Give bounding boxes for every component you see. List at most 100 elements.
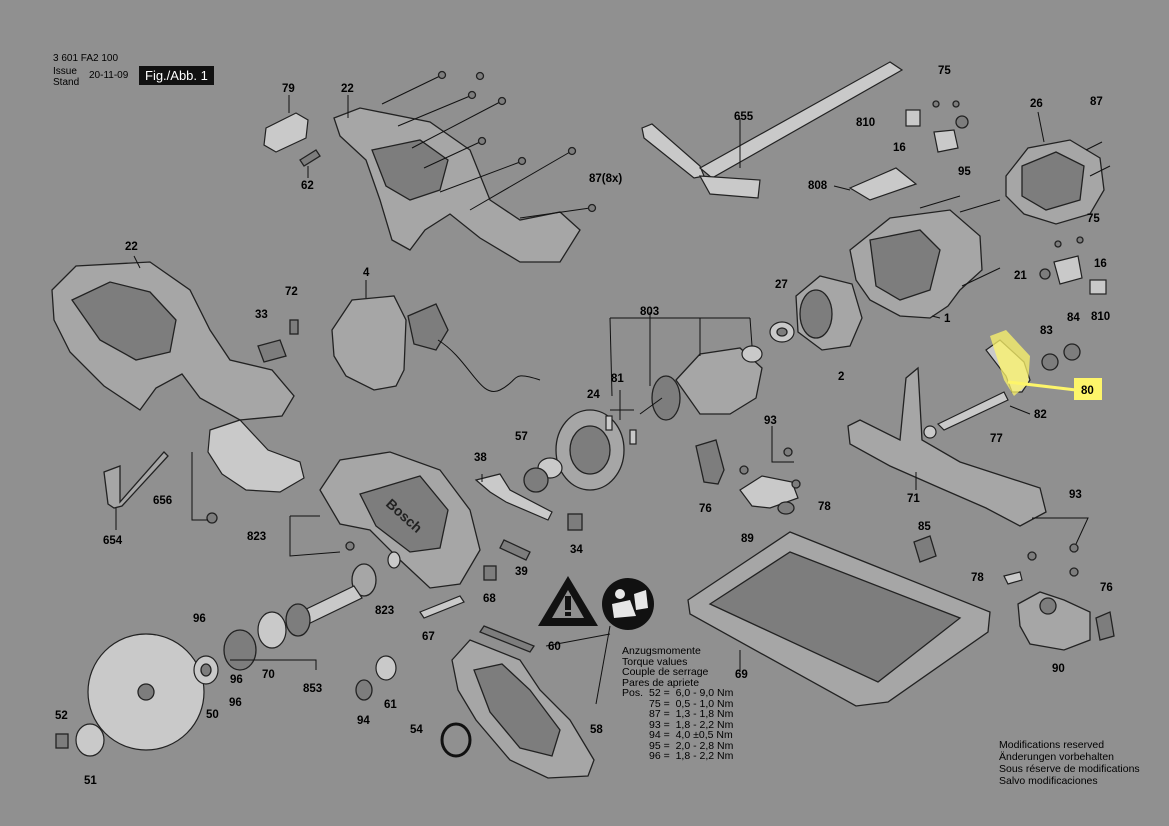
torque-title-es: Pares de apriete bbox=[622, 676, 700, 689]
saw-blade bbox=[87, 633, 205, 751]
part-656-dust-adapter bbox=[191, 419, 305, 524]
callout: 96 bbox=[229, 697, 242, 709]
callout: 78 bbox=[971, 572, 984, 584]
part-22-handle-half-upper bbox=[333, 95, 581, 263]
callout: 95 bbox=[958, 166, 971, 178]
part-808-label bbox=[833, 167, 918, 201]
figure-label: Fig./Abb. 1 bbox=[139, 66, 214, 85]
highlight-lever bbox=[990, 330, 1030, 396]
read-manual-icon bbox=[602, 578, 654, 630]
callout: 27 bbox=[775, 279, 788, 291]
callout: 94 bbox=[357, 715, 370, 727]
part-85-clip bbox=[913, 535, 937, 563]
part-655-parallel-guide bbox=[641, 61, 904, 199]
part-26-motor-cap bbox=[1005, 111, 1105, 225]
callout: 83 bbox=[1040, 325, 1053, 337]
callout: 89 bbox=[741, 533, 754, 545]
part-27-bearing bbox=[769, 321, 795, 343]
part-62-screw bbox=[299, 149, 321, 178]
part-76-knob-center bbox=[695, 439, 725, 485]
mod-line: Sous réserve de modifications bbox=[999, 763, 1140, 775]
callout: 58 bbox=[590, 724, 603, 736]
callout: 655 bbox=[734, 111, 754, 123]
callout: 77 bbox=[990, 433, 1003, 445]
callout: 87(8x) bbox=[589, 173, 622, 185]
callout: 87 bbox=[1090, 96, 1103, 108]
part-4-switch-assembly bbox=[331, 280, 541, 393]
callout: 79 bbox=[282, 83, 295, 95]
part-58-lower-guard bbox=[451, 625, 611, 779]
callout-labels: 79 22 62 87(8x) 655 75 810 16 26 87 808 … bbox=[55, 65, 1113, 787]
callout: 75 bbox=[1087, 213, 1100, 225]
callout: 81 bbox=[611, 373, 624, 385]
part-94-61-screws bbox=[355, 655, 397, 701]
part-38-lever bbox=[474, 473, 553, 521]
issue-date: 20-11-09 bbox=[89, 70, 129, 81]
part-823-upper-guard: Bosch bbox=[319, 451, 481, 589]
part-81-pins bbox=[605, 390, 637, 445]
part-50-flange bbox=[193, 655, 219, 685]
callout: 62 bbox=[301, 180, 314, 192]
callout: 21 bbox=[1014, 270, 1027, 282]
callout: 803 bbox=[640, 306, 659, 318]
callout: 57 bbox=[515, 431, 528, 443]
callout: 96 bbox=[230, 674, 243, 686]
torque-row: 94 = 4,0 ±0,5 Nm bbox=[649, 729, 733, 741]
part-16-21-brush-holder-right bbox=[1039, 141, 1111, 295]
part-68-nut bbox=[483, 565, 497, 581]
callout: 96 bbox=[193, 613, 206, 625]
callout: 38 bbox=[474, 452, 487, 464]
callout: 823 bbox=[247, 531, 266, 543]
callout: 33 bbox=[255, 309, 268, 321]
part-810-16-brush-holder-top bbox=[905, 100, 969, 153]
torque-title-fr: Couple de serrage bbox=[622, 666, 709, 678]
callout: 810 bbox=[856, 117, 875, 129]
doc-number: 3 601 FA2 100 bbox=[53, 53, 119, 64]
callout: 52 bbox=[55, 710, 68, 722]
part-33-72-small bbox=[257, 319, 299, 363]
part-52-51-bolt-washer bbox=[55, 723, 105, 757]
part-823-screw bbox=[289, 515, 355, 557]
torque-row: 93 = 1,8 - 2,2 Nm bbox=[649, 718, 734, 731]
torque-table: Anzugsmomente Torque values Couple de se… bbox=[622, 645, 733, 761]
callout: 22 bbox=[341, 83, 354, 95]
callout: 69 bbox=[735, 669, 748, 681]
mod-line: Änderungen vorbehalten bbox=[999, 751, 1115, 763]
callout: 68 bbox=[483, 593, 496, 605]
callout: 34 bbox=[570, 544, 583, 556]
callout: 50 bbox=[206, 709, 219, 721]
callout: 93 bbox=[764, 415, 777, 427]
part-2-stator bbox=[795, 275, 863, 351]
part-60-spring bbox=[479, 625, 535, 653]
callout: 76 bbox=[699, 503, 712, 515]
callout: 72 bbox=[285, 286, 298, 298]
screw-group-87 bbox=[381, 70, 597, 219]
part-34-block bbox=[567, 513, 583, 531]
callout: 78 bbox=[818, 501, 831, 513]
callout: 39 bbox=[515, 566, 528, 578]
part-90-bevel-segment bbox=[1017, 591, 1091, 651]
torque-title-de: Anzugsmomente bbox=[622, 645, 701, 657]
callout: 54 bbox=[410, 724, 423, 736]
highlight-box bbox=[1074, 378, 1102, 400]
part-79-pad bbox=[263, 95, 309, 153]
callout: 85 bbox=[918, 521, 931, 533]
callout: 60 bbox=[548, 641, 561, 653]
callout: 1 bbox=[944, 313, 951, 325]
torque-row: 87 = 1,3 - 1,8 Nm bbox=[649, 708, 734, 720]
mod-line: Modifications reserved bbox=[999, 739, 1105, 751]
issue-label: Issue bbox=[53, 66, 77, 77]
callout: 24 bbox=[587, 389, 600, 401]
part-82-bolt bbox=[923, 391, 1031, 439]
callout: 80 bbox=[1081, 385, 1094, 397]
part-54-ring bbox=[440, 722, 472, 758]
part-853-spindle bbox=[223, 551, 401, 671]
part-69-base-plate bbox=[687, 531, 991, 707]
part-39-spring bbox=[499, 539, 531, 561]
callout: 93 bbox=[1069, 489, 1082, 501]
callout: 71 bbox=[907, 493, 920, 505]
stand-label: Stand bbox=[53, 77, 80, 88]
callout: 853 bbox=[303, 683, 322, 695]
